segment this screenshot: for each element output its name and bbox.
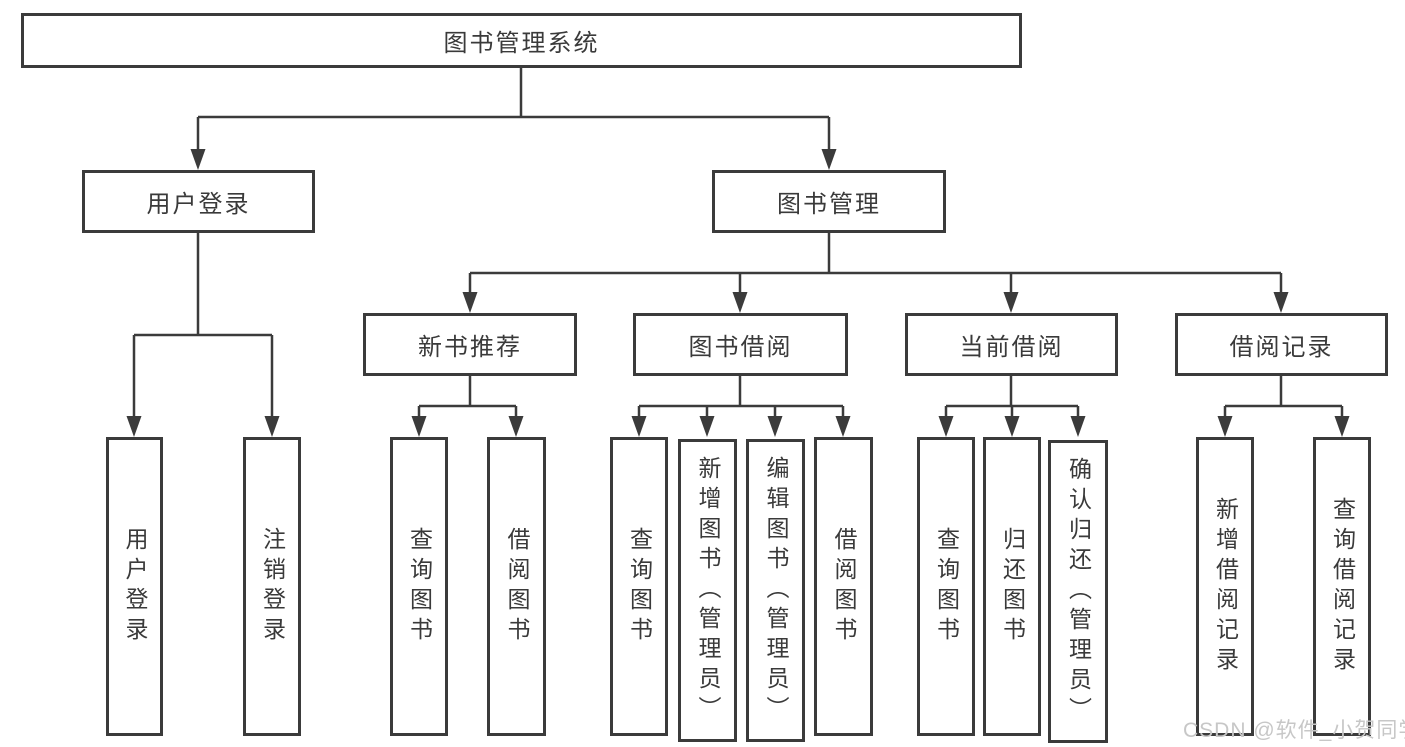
leaf-query-book-1-label: 查询图书 — [406, 526, 433, 647]
connector-root-to-level1 — [190, 68, 837, 170]
node-book-borrow-label: 图书借阅 — [688, 334, 793, 361]
leaf-query-borrow-record-label: 查询借阅记录 — [1329, 496, 1356, 677]
leaf-borrow-book-2: 借阅图书 — [814, 437, 873, 736]
leaf-query-book-2-label: 查询图书 — [626, 526, 653, 647]
leaf-query-book-2: 查询图书 — [610, 437, 668, 736]
node-borrow-records: 借阅记录 — [1175, 313, 1388, 376]
connector-new-book-rec-children — [411, 376, 524, 437]
leaf-confirm-return-admin-label: 确认归还（管理员） — [1065, 456, 1092, 727]
node-user-login: 用户登录 — [82, 170, 315, 233]
leaf-borrow-book-1: 借阅图书 — [487, 437, 546, 736]
leaf-query-book-1: 查询图书 — [390, 437, 448, 736]
leaf-edit-book-admin: 编辑图书（管理员） — [746, 439, 805, 742]
connector-borrow-records-children — [1217, 376, 1350, 437]
connector-book-mgmt-children — [462, 233, 1289, 313]
leaf-return-book-label: 归还图书 — [999, 526, 1026, 647]
leaf-logout-label: 注销登录 — [259, 526, 286, 647]
leaf-confirm-return-admin: 确认归还（管理员） — [1048, 440, 1108, 743]
leaf-query-book-3: 查询图书 — [917, 437, 975, 736]
leaf-logout: 注销登录 — [243, 437, 301, 736]
leaf-borrow-book-2-label: 借阅图书 — [831, 526, 857, 647]
leaf-borrow-book-1-label: 借阅图书 — [504, 526, 530, 647]
node-borrow-records-label: 借阅记录 — [1229, 334, 1334, 361]
node-book-borrow: 图书借阅 — [633, 313, 848, 376]
leaf-query-book-3-label: 查询图书 — [933, 526, 960, 647]
leaf-edit-book-admin-label: 编辑图书（管理员） — [763, 455, 789, 726]
connector-user-login-children — [126, 233, 280, 437]
csdn-watermark: CSDN @软件_小贺同学 — [1183, 719, 1405, 742]
leaf-add-borrow-record-label: 新增借阅记录 — [1212, 496, 1239, 677]
leaf-user-login: 用户登录 — [106, 437, 163, 736]
node-library-system: 图书管理系统 — [21, 13, 1022, 68]
leaf-query-borrow-record: 查询借阅记录 — [1313, 437, 1371, 736]
node-library-system-label: 图书管理系统 — [443, 30, 600, 57]
leaf-add-book-admin-label: 新增图书（管理员） — [695, 455, 721, 726]
connector-book-borrow-children — [631, 376, 851, 437]
leaf-return-book: 归还图书 — [983, 437, 1041, 736]
leaf-add-book-admin: 新增图书（管理员） — [678, 439, 737, 742]
leaf-add-borrow-record: 新增借阅记录 — [1196, 437, 1254, 736]
connector-current-borrow-children — [938, 376, 1086, 437]
node-user-login-label: 用户登录 — [146, 191, 251, 218]
node-book-management: 图书管理 — [712, 170, 946, 233]
node-book-management-label: 图书管理 — [777, 191, 881, 218]
node-current-borrow: 当前借阅 — [905, 313, 1118, 376]
leaf-user-login-label: 用户登录 — [122, 526, 148, 647]
node-current-borrow-label: 当前借阅 — [959, 334, 1064, 361]
node-new-book-recommend: 新书推荐 — [363, 313, 577, 376]
node-new-book-recommend-label: 新书推荐 — [418, 334, 522, 361]
